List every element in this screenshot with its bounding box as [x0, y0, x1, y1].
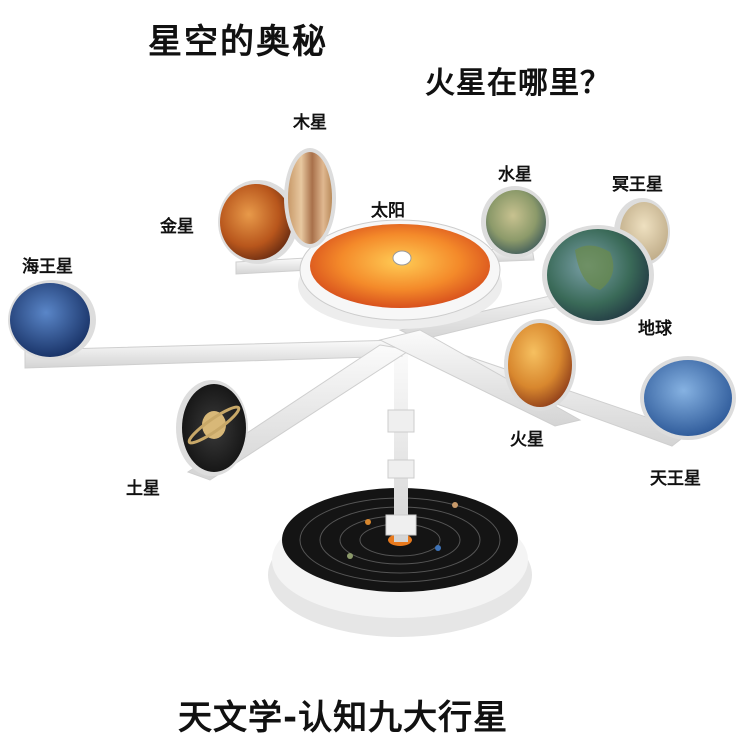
planet-venus: [218, 180, 298, 264]
planet-mars: [504, 319, 576, 411]
planet-saturn: [176, 380, 248, 476]
label-earth: 地球: [638, 318, 673, 339]
planet-neptune: [8, 280, 96, 360]
planet-jupiter: [284, 148, 336, 248]
planet-uranus: [640, 356, 736, 440]
caption: 天文学-认知九大行星: [178, 698, 509, 738]
sun-disc: [298, 219, 502, 329]
label-pluto: 冥王星: [612, 175, 663, 195]
label-uranus: 天王星: [650, 469, 701, 489]
label-mercury: 水星: [498, 164, 532, 185]
label-saturn: 土星: [126, 478, 160, 499]
title: 星空的奥秘: [148, 22, 328, 62]
label-venus: 金星: [159, 216, 194, 237]
label-neptune: 海王星: [22, 256, 73, 277]
subtitle: 火星在哪里？: [425, 66, 611, 101]
model-base: [268, 488, 532, 637]
center-pole: [385, 352, 417, 542]
planet-mercury: [481, 186, 549, 258]
planet-earth: [542, 225, 654, 325]
label-jupiter: 木星: [292, 112, 327, 133]
label-sun: 太阳: [371, 200, 405, 221]
label-mars: 火星: [510, 430, 544, 450]
